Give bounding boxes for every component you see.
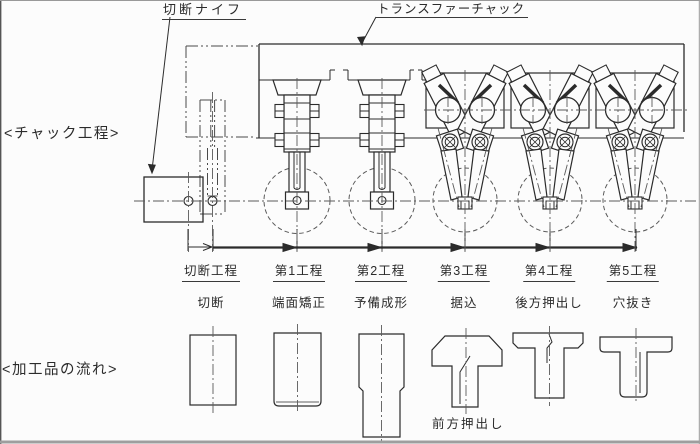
forward-extrusion-note: 前方押出し	[432, 417, 505, 431]
stage-name: 第3工程	[437, 260, 491, 282]
stage-operation: 後方押出し	[515, 296, 583, 310]
stage-operation: 端面矯正	[271, 296, 327, 310]
stage-name: 切断工程	[181, 260, 241, 282]
stage-name: 第5工程	[606, 260, 660, 282]
transfer-chuck-callout: トランスファーチャック	[376, 2, 529, 19]
stage-name: 第2工程	[354, 260, 408, 282]
cutoff-die-block	[143, 176, 218, 223]
workpiece-shapes	[189, 332, 673, 438]
stage-column-cutting: 切断工程 切断	[181, 260, 241, 311]
stage-operation: 切断	[197, 296, 225, 310]
chuck-process-section-label: <チャック工程>	[4, 126, 120, 142]
phantom-cutter-knife	[185, 45, 258, 215]
stage-column-1: 第1工程 端面矯正	[272, 260, 326, 311]
stage-column-3: 第3工程 据込	[437, 260, 491, 311]
leader-lines	[147, 16, 377, 175]
workpiece-flow-section-label: <加工品の流れ>	[2, 362, 118, 378]
cutting-knife-callout: 切断ナイフ	[162, 2, 247, 20]
stage-column-4: 第4工程 後方押出し	[515, 260, 583, 311]
transfer-arrows	[187, 229, 638, 253]
stage-operation: 据込	[450, 296, 478, 310]
stage-column-2: 第2工程 予備成形	[354, 260, 408, 311]
gripper-stations	[263, 61, 683, 235]
stage-operation: 穴抜き	[612, 296, 654, 310]
stage-name: 第1工程	[272, 260, 326, 282]
stage-name: 第4工程	[522, 260, 576, 282]
center-lines	[134, 70, 696, 441]
stage-column-5: 第5工程 穴抜き	[606, 260, 660, 311]
stage-operation: 予備成形	[353, 296, 409, 310]
